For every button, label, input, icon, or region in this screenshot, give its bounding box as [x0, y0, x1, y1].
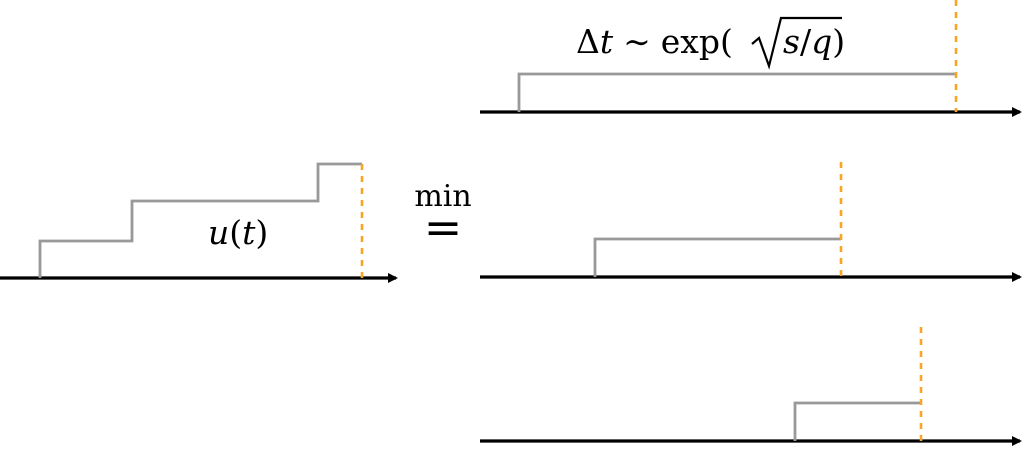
- sqrt-contents: s/q): [783, 22, 845, 61]
- delta-symbol: Δ: [576, 22, 600, 61]
- min-label: min: [414, 179, 471, 214]
- bottom-step-curve: [793, 401, 921, 441]
- top-right-panel: Δt∼ exp( s/q): [480, 0, 1022, 117]
- top-step-curve: [517, 72, 956, 112]
- bottom-right-panel: [480, 327, 1022, 446]
- q-symbol: q: [811, 22, 832, 61]
- u-symbol: u: [208, 213, 229, 252]
- s-symbol: s: [783, 22, 800, 61]
- waiting-time-formula: Δt∼ exp(: [576, 22, 733, 61]
- left-panel: u(t): [0, 162, 398, 283]
- equals-sign: =: [424, 200, 463, 254]
- min-equals-operator: min =: [414, 179, 471, 254]
- u-paren-open: (: [229, 213, 242, 252]
- formula-paren-close: ): [832, 22, 845, 61]
- middle-right-panel: [480, 162, 1022, 282]
- u-paren-close: ): [255, 213, 268, 252]
- formula-t-symbol: t: [600, 22, 614, 61]
- sim-symbol: ∼: [623, 22, 651, 61]
- middle-step-curve: [593, 237, 841, 277]
- u-of-t-label: u(t): [208, 213, 268, 252]
- sqrt-sign: [751, 16, 842, 70]
- formula-paren-open: (: [720, 22, 733, 61]
- exp-function: exp: [661, 22, 720, 61]
- u-t-symbol: t: [242, 213, 256, 252]
- left-staircase-curve: [38, 162, 362, 278]
- slash-symbol: /: [800, 22, 812, 61]
